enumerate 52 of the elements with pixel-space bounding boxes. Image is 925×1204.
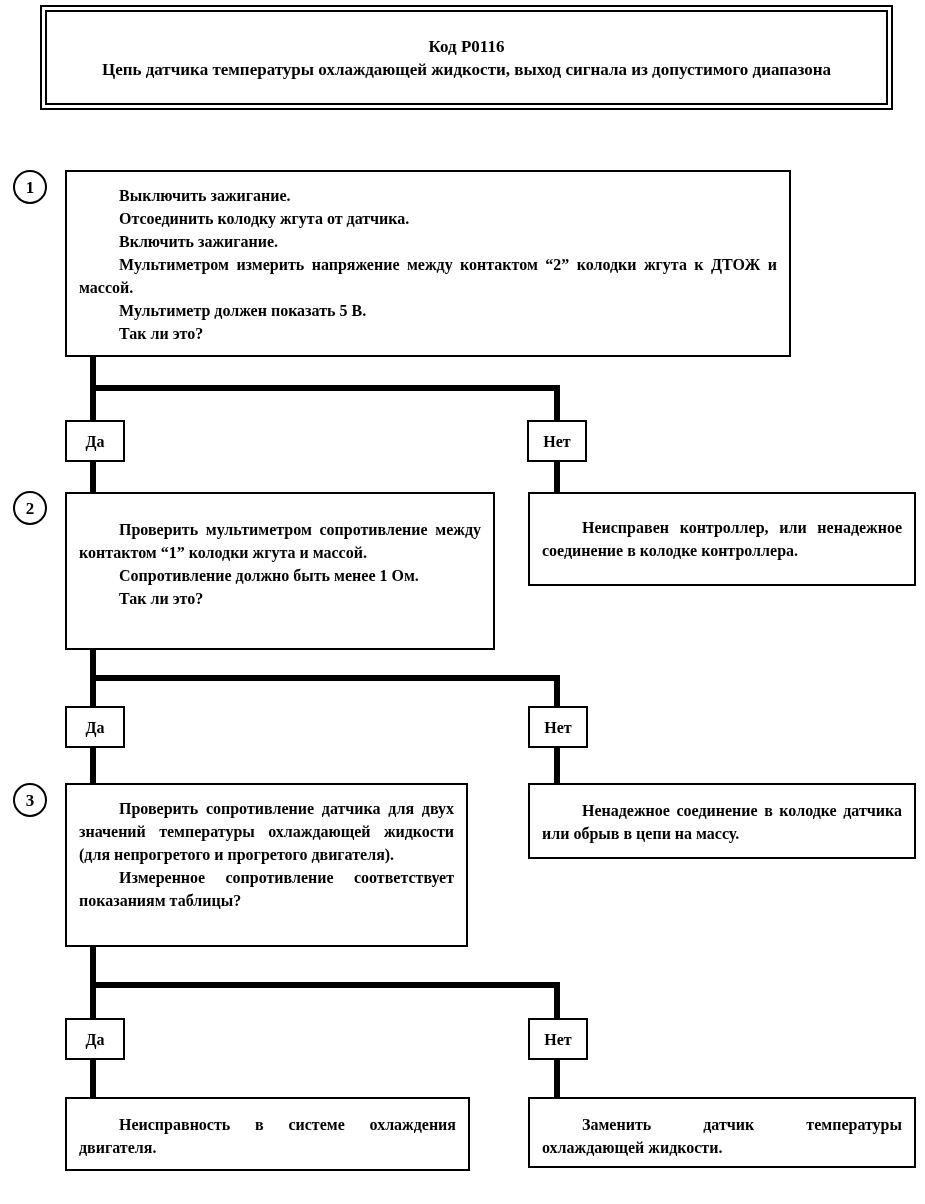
instruction-text: Мультиметр должен показать 5 В. (118, 301, 368, 322)
answer-label: Нет (544, 1029, 572, 1050)
step-number: 1 (25, 176, 35, 199)
answer-box (527, 420, 587, 462)
step-number: 3 (25, 789, 35, 812)
connector-line (554, 1060, 560, 1097)
step-number-circle (13, 170, 47, 204)
process-box (65, 1097, 470, 1171)
instruction-text: Проверить сопротивление датчика для двух значений температуры охлаждающей жидкости (для непрогретого и прогретого двигателя). (79, 799, 454, 866)
connector-line (90, 748, 96, 783)
instruction-text: Выключить зажигание. (118, 186, 292, 206)
instruction-text: Измеренное сопротивление соответствует показаниям таблицы? (79, 868, 454, 911)
process-box (528, 783, 916, 859)
connector-line (90, 947, 560, 1018)
process-box (65, 783, 468, 947)
title-text: Цепь датчика температуры охлаждающей жидкости, выход сигнала из допустимого диапазона (101, 58, 832, 81)
answer-box (65, 706, 125, 748)
title-box (40, 5, 893, 110)
answer-box (528, 1018, 588, 1060)
step-number-circle (13, 491, 47, 525)
instruction-text: Так ли это? (118, 324, 205, 344)
connector-line (554, 462, 560, 492)
step-number-circle (13, 783, 47, 817)
instruction-text: Неисправность в системе охлаждения двигателя. (79, 1115, 456, 1158)
connector-line (90, 1060, 96, 1097)
answer-box (65, 420, 125, 462)
answer-label: Нет (543, 431, 571, 452)
connector-line (90, 462, 96, 492)
process-box (528, 1097, 916, 1168)
title-text: Код P0116 (428, 35, 505, 58)
instruction-text: Ненадежное соединение в колодке датчика или обрыв в цепи на массу. (542, 801, 902, 845)
connector-line (554, 748, 560, 783)
answer-box (528, 706, 588, 748)
process-box (65, 170, 791, 357)
instruction-text: Заменить датчик температуры охлаждающей жидкости. (542, 1115, 902, 1158)
connector-line (90, 650, 560, 706)
process-box (65, 492, 495, 650)
instruction-text: Сопротивление должно быть менее 1 Ом. (118, 566, 420, 587)
instruction-text: Отсоединить колодку жгута от датчика. (118, 209, 411, 230)
answer-label: Да (85, 717, 105, 739)
instruction-text: Включить зажигание. (118, 232, 280, 252)
process-box (528, 492, 916, 586)
answer-box (65, 1018, 125, 1060)
answer-label: Да (85, 431, 105, 453)
instruction-text: Так ли это? (118, 589, 205, 609)
answer-label: Нет (544, 717, 572, 738)
instruction-text: Мультиметром измерить напряжение между контактом “2” колодки жгута к ДТОЖ и массой. (79, 255, 777, 298)
answer-label: Да (85, 1029, 105, 1051)
instruction-text: Неисправен контроллер, или ненадежное соединение в колодке контроллера. (542, 518, 902, 562)
step-number: 2 (25, 497, 35, 520)
connector-line (90, 357, 560, 420)
instruction-text: Проверить мультиметром сопротивление между контактом “1” колодки жгута и массой. (79, 520, 481, 564)
